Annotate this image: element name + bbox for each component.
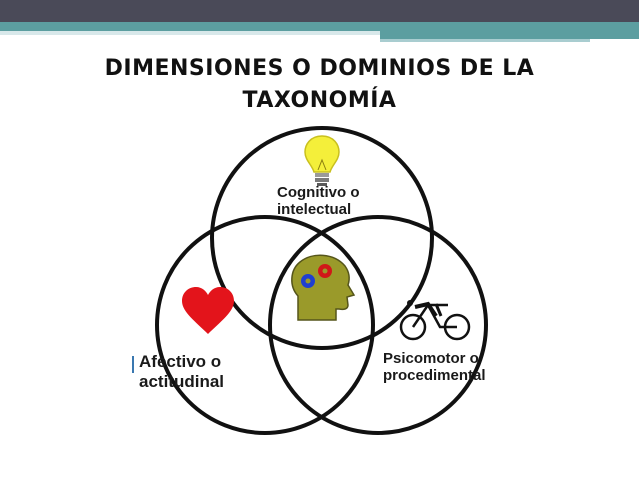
domain-label-affective: Afectivo o actitudinal xyxy=(139,352,224,391)
venn-circle-affective xyxy=(155,215,375,435)
cyclist-icon xyxy=(399,300,471,341)
domain-label-psychomotor-line1: Psicomotor o xyxy=(383,350,479,367)
venn-circle-psychomotor xyxy=(268,215,488,435)
header-bar xyxy=(0,0,639,42)
slide-title-line-1: DIMENSIONES O DOMINIOS DE LA xyxy=(104,56,535,81)
heart-icon xyxy=(182,287,234,334)
accent-marker xyxy=(132,356,134,373)
venn-circle-cognitive xyxy=(210,126,434,350)
domain-label-cognitive-line1: Cognitivo o xyxy=(277,184,360,201)
domain-label-cognitive-line2: intelectual xyxy=(277,201,352,219)
head-gears-icon xyxy=(291,254,356,321)
slide-title-line-2: TAXONOMÍA xyxy=(242,88,397,113)
domain-label-affective-line2: actitudinal xyxy=(139,371,225,391)
domain-label-affective-line1: Afectivo o xyxy=(139,352,222,371)
domain-label-psychomotor-line2: procedimental xyxy=(383,367,486,385)
lightbulb-icon xyxy=(304,135,340,186)
domain-label-psychomotor: Psicomotor o procedimental xyxy=(383,350,486,385)
domain-label-cognitive: Cognitivo o intelectual xyxy=(277,184,360,219)
